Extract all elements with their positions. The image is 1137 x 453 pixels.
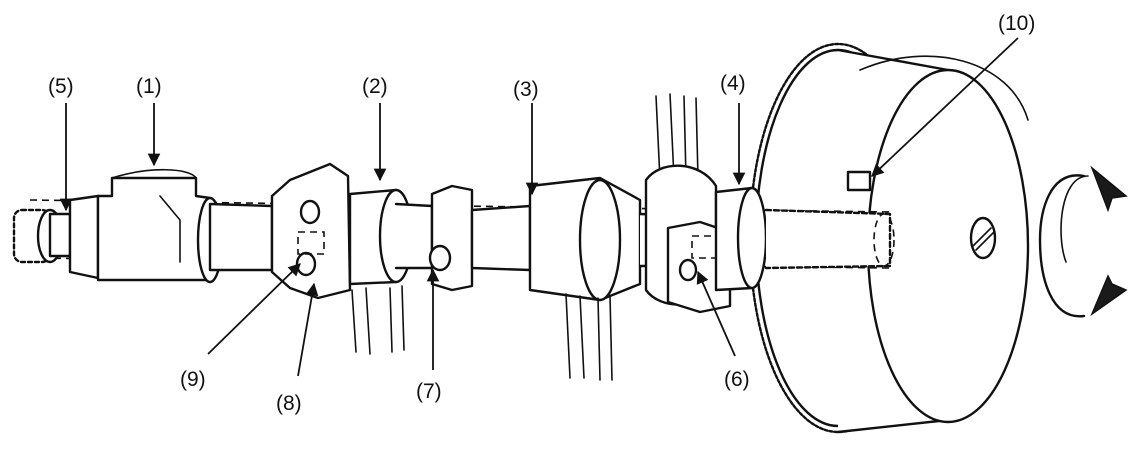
callout-labels: (5) (1) (2) (3) (4) (10) (9) (8) (7) (6) xyxy=(48,12,1035,415)
rotation-arrows-icon xyxy=(1038,165,1128,318)
crankshaft xyxy=(12,93,895,381)
callout-8: (8) xyxy=(276,392,302,415)
callout-2: (2) xyxy=(362,75,388,98)
callout-6: (6) xyxy=(724,368,750,391)
leader-lines xyxy=(59,37,1019,377)
callout-4: (4) xyxy=(720,72,746,95)
callout-9: (9) xyxy=(180,368,206,391)
callout-5: (5) xyxy=(48,75,74,98)
callout-3: (3) xyxy=(513,78,539,101)
callout-1: (1) xyxy=(136,75,162,98)
callout-10: (10) xyxy=(998,12,1035,35)
flywheel-dowel-pin xyxy=(846,170,872,192)
callout-7: (7) xyxy=(416,380,442,403)
